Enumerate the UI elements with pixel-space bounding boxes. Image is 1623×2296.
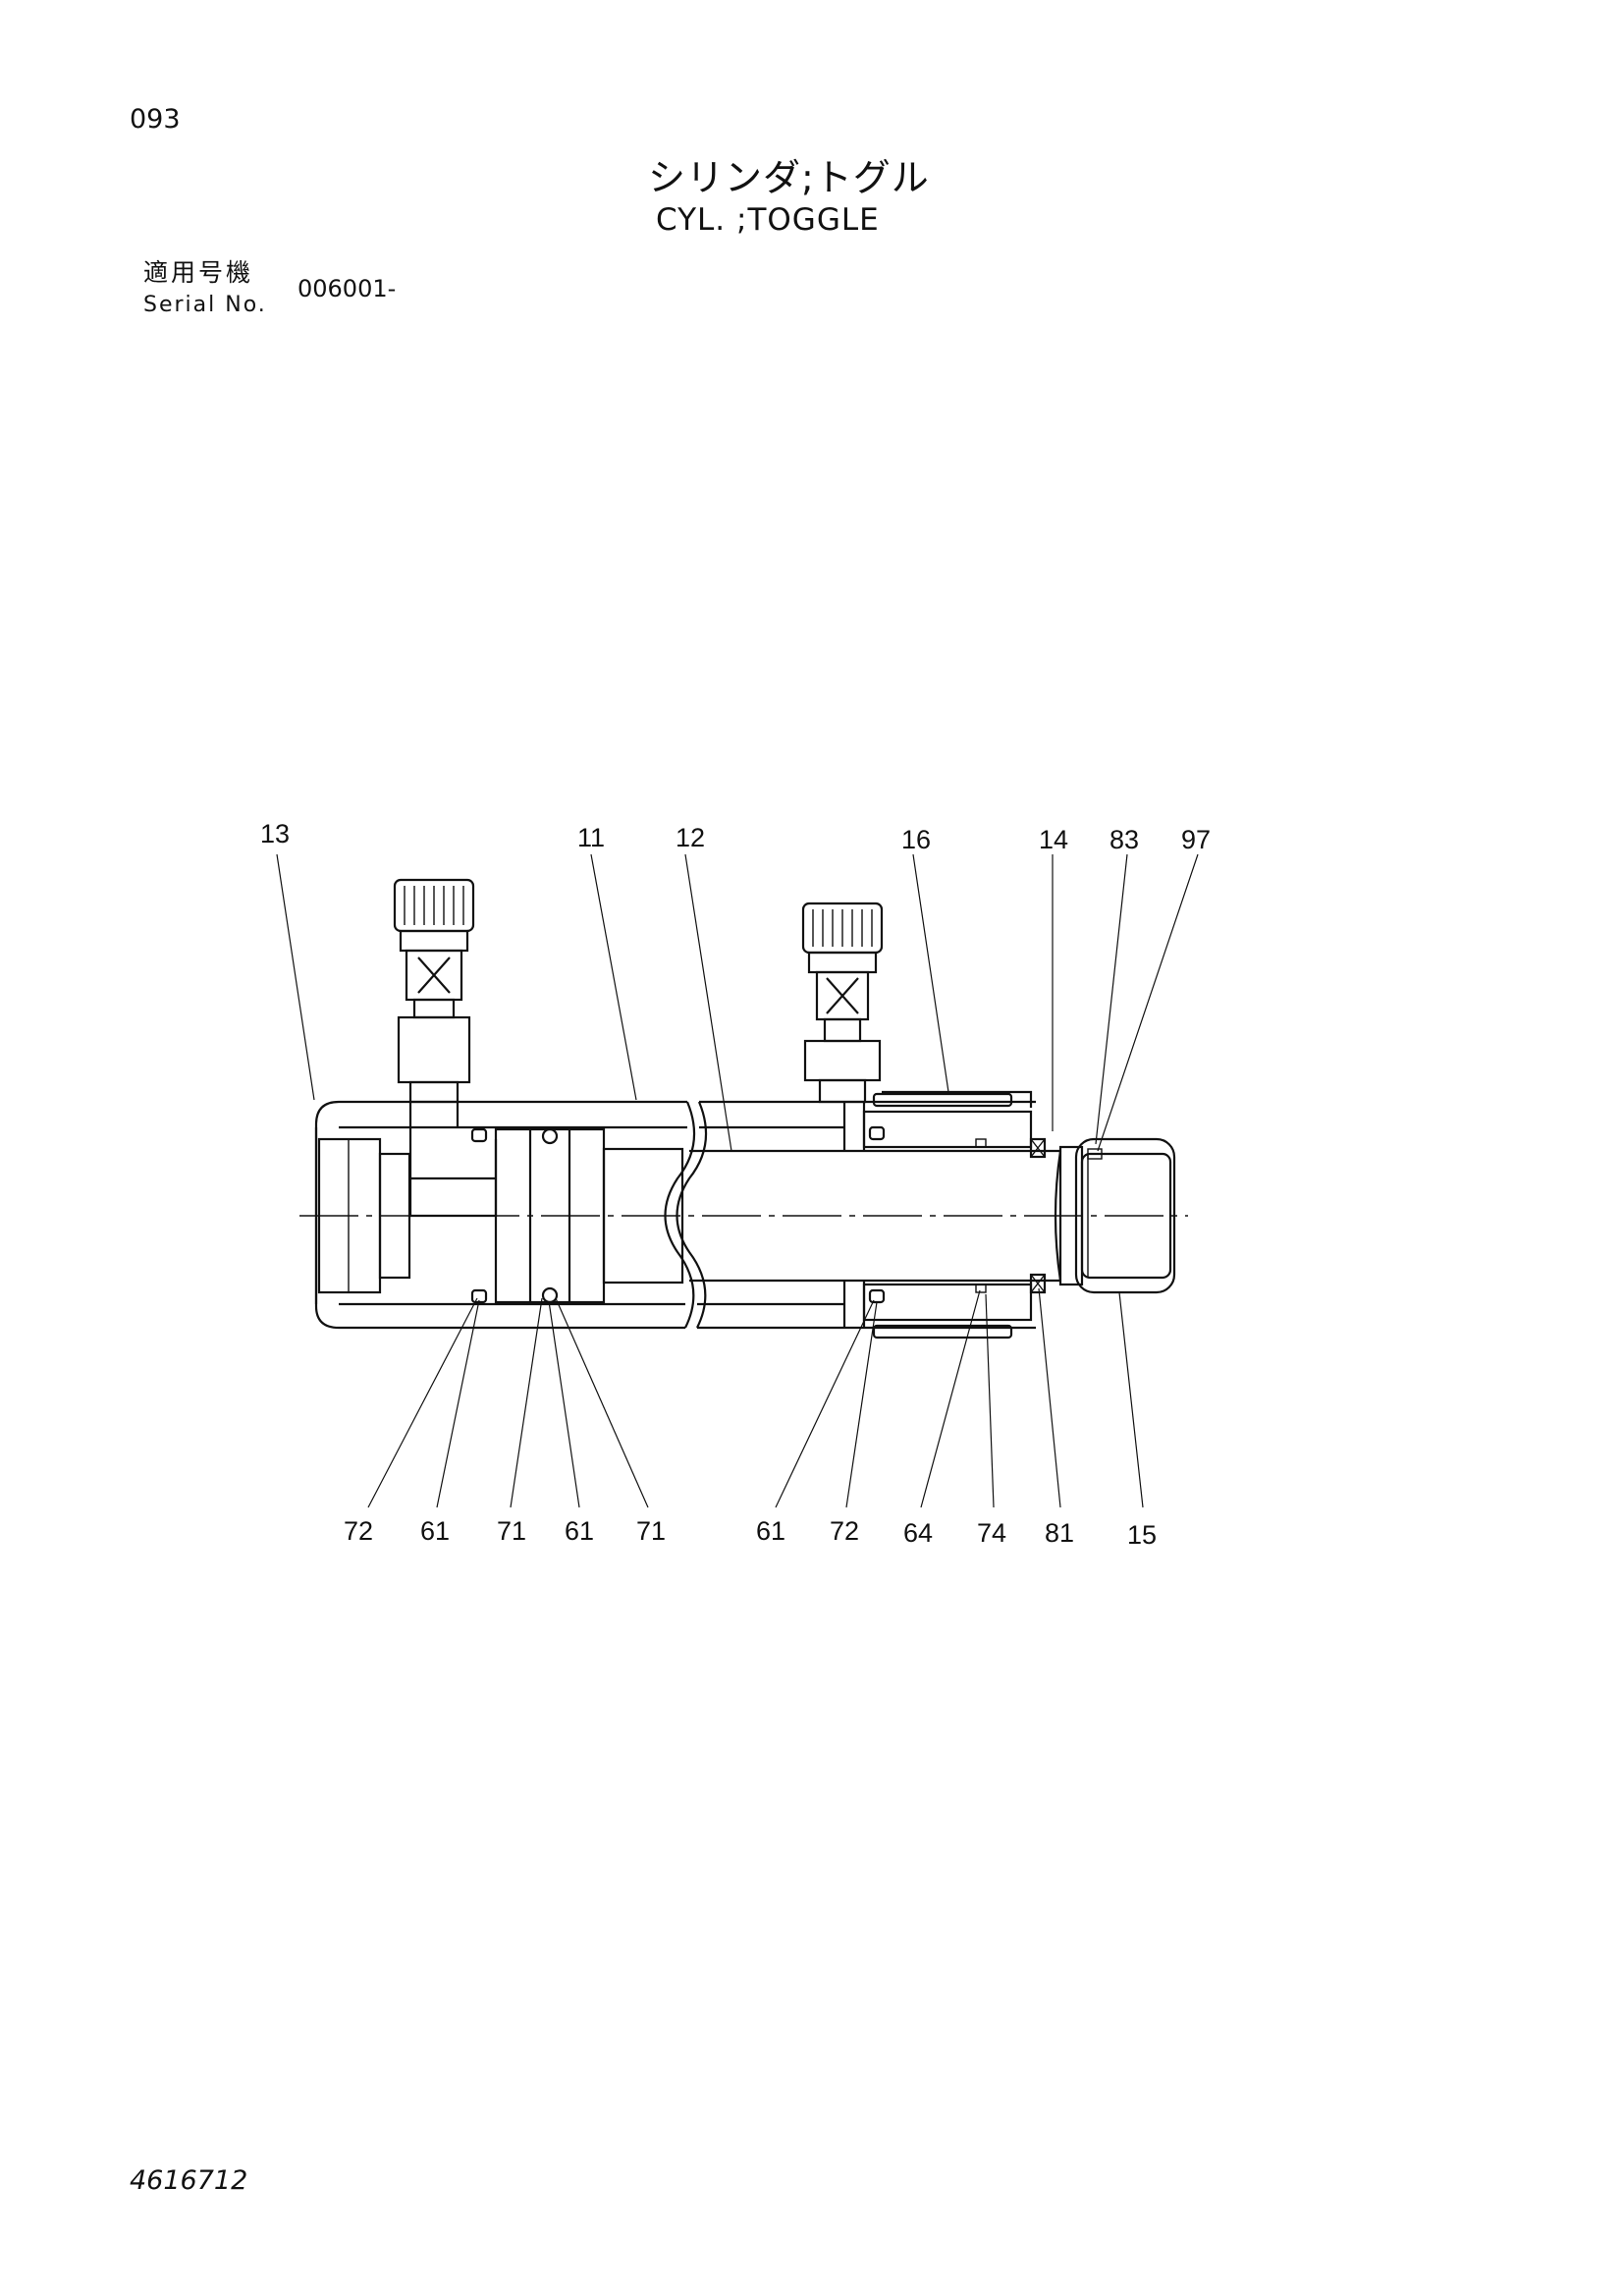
- callouts-top: 13 11 12 16 14 83 97: [260, 819, 1211, 854]
- callout-71: 71: [497, 1516, 526, 1546]
- serial-number-value: 006001-: [298, 275, 397, 302]
- callout-71: 71: [636, 1516, 666, 1546]
- callouts-bottom: 72 61 71 61 71 61 72 64 74 81 15: [344, 1516, 1157, 1550]
- cylinder-tube-right: [697, 1100, 1036, 1330]
- piston-rod-12: [689, 1149, 1062, 1283]
- callout-64: 64: [903, 1518, 933, 1548]
- callout-61: 61: [756, 1516, 785, 1546]
- callout-72: 72: [830, 1516, 859, 1546]
- serial-label-japanese: 適用号機: [143, 258, 254, 287]
- rod-end-15: [1058, 1137, 1176, 1294]
- serial-label-english: Serial No.: [143, 293, 267, 317]
- right-port-fitting: [801, 902, 1033, 1108]
- callout-97: 97: [1181, 825, 1211, 854]
- callout-81: 81: [1045, 1518, 1074, 1548]
- callout-72: 72: [344, 1516, 373, 1546]
- callout-61: 61: [565, 1516, 594, 1546]
- callout-15: 15: [1127, 1520, 1157, 1550]
- callout-13: 13: [260, 819, 290, 848]
- piston: [470, 1127, 684, 1304]
- rod-gland: [862, 1092, 1047, 1339]
- document-number: 4616712: [130, 2165, 248, 2196]
- leader-lines: [276, 853, 1199, 1508]
- title-english: CYL. ;TOGGLE: [656, 202, 880, 238]
- callout-12: 12: [676, 823, 705, 852]
- cylinder-tube: [314, 1100, 708, 1330]
- callout-11: 11: [577, 823, 605, 852]
- callout-74: 74: [977, 1518, 1006, 1548]
- title-japanese: シリンダ;トグル: [648, 156, 930, 199]
- callout-83: 83: [1109, 825, 1139, 854]
- callout-14: 14: [1039, 825, 1068, 854]
- page-number: 093: [130, 104, 181, 135]
- left-port-fitting: [393, 878, 498, 1218]
- callout-61: 61: [420, 1516, 450, 1546]
- callout-16: 16: [901, 825, 931, 854]
